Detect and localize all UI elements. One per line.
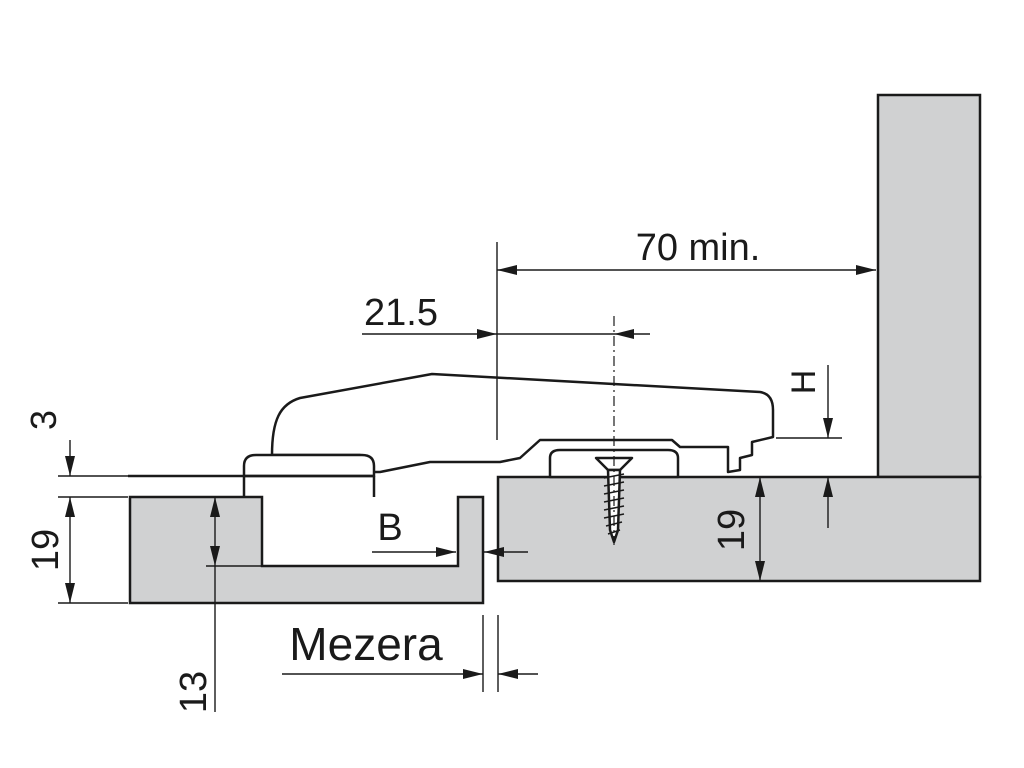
- dim-19-right-arrow-top: [755, 477, 765, 497]
- label-19-left: 19: [25, 529, 67, 571]
- label-mezera: Mezera: [289, 618, 443, 670]
- label-13: 13: [173, 671, 215, 713]
- dim-3-arrow: [65, 456, 75, 476]
- label-19-right: 19: [711, 509, 753, 551]
- dim-21-5-arrow-b: [614, 329, 634, 339]
- dim-19-left-arrow-bottom: [65, 583, 75, 603]
- gap-arrow-right: [498, 669, 518, 679]
- hinge-cup: [242, 453, 376, 478]
- label-21-5: 21.5: [364, 292, 438, 334]
- dim-70-arrow-right: [856, 265, 876, 275]
- label-b: B: [377, 507, 402, 549]
- hinge-arm: [270, 372, 775, 474]
- dim-13-arrow-top: [210, 497, 220, 517]
- label-3: 3: [23, 410, 64, 430]
- gap-arrow-upper: [484, 547, 504, 557]
- dim-h-arrow-lower: [823, 477, 833, 497]
- dim-21-5-arrow-a: [477, 329, 497, 339]
- side-panel: [876, 93, 982, 479]
- dim-19-left-arrow-top: [65, 497, 75, 517]
- dim-b-arrow: [436, 547, 456, 557]
- label-h: H: [785, 370, 823, 395]
- door-panel: [128, 495, 485, 605]
- dim-70-arrow-left: [497, 265, 517, 275]
- gap-arrow-left: [463, 669, 483, 679]
- dim-19-right-arrow-bottom: [755, 561, 765, 581]
- cabinet-panel: [496, 475, 982, 583]
- label-70-min: 70 min.: [636, 227, 761, 269]
- dim-h-arrow: [823, 418, 833, 438]
- dim-13-arrow-bottom: [210, 546, 220, 566]
